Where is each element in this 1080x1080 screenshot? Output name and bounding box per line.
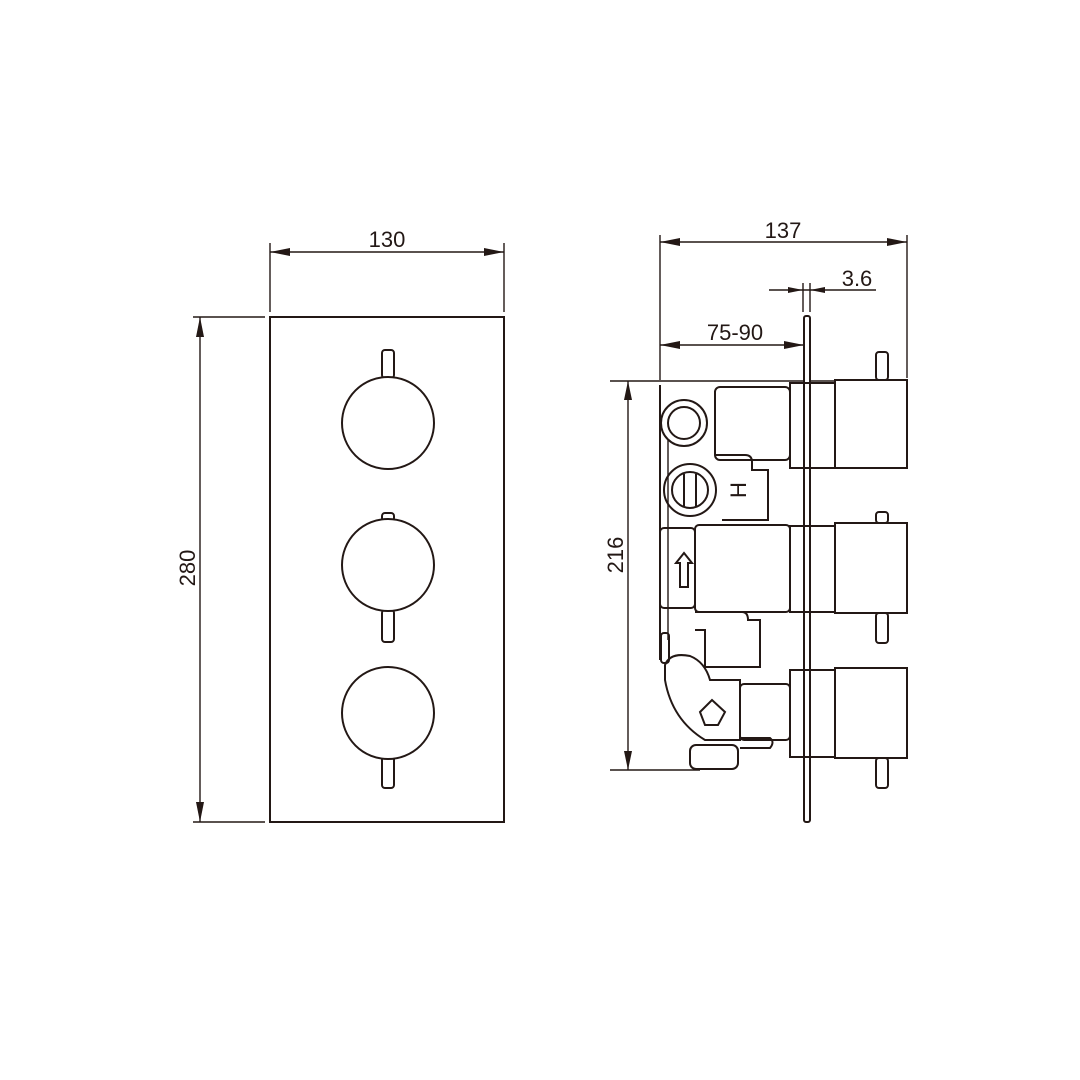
width-label: 130 bbox=[369, 227, 406, 252]
plate-thickness-dimension: 3.6 bbox=[769, 266, 876, 312]
side-view: 137 3.6 75-90 216 bbox=[603, 218, 908, 823]
width-dimension: 130 bbox=[269, 227, 505, 312]
wall-depth-dimension: 75-90 bbox=[660, 320, 804, 349]
front-view: 130 280 bbox=[175, 227, 505, 823]
knob-bottom bbox=[341, 666, 435, 789]
faceplate bbox=[269, 316, 505, 823]
flow-arrow-icon bbox=[673, 551, 695, 588]
trim-middle bbox=[789, 511, 908, 644]
body-height-label: 216 bbox=[603, 537, 628, 574]
hot-marker: H bbox=[726, 482, 751, 498]
valve-body: H bbox=[659, 385, 791, 770]
depth-label: 137 bbox=[765, 218, 802, 243]
trim-bottom bbox=[789, 667, 908, 789]
plate-thickness-label: 3.6 bbox=[842, 266, 873, 291]
knob-top bbox=[341, 349, 435, 470]
wall-plate bbox=[803, 315, 811, 823]
trim-top bbox=[789, 351, 908, 469]
wall-depth-label: 75-90 bbox=[707, 320, 763, 345]
body-height-dimension: 216 bbox=[603, 380, 835, 771]
height-label: 280 bbox=[175, 550, 200, 587]
height-dimension: 280 bbox=[175, 316, 265, 823]
depth-dimension: 137 bbox=[659, 218, 908, 380]
knob-middle bbox=[341, 512, 435, 643]
